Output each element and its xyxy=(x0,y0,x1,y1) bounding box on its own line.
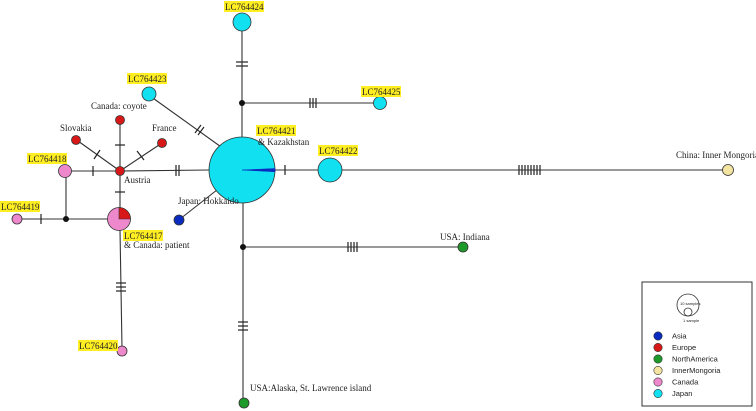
legend-items: AsiaEuropeNorthAmericaInnerMongoriaCanad… xyxy=(653,331,721,398)
node-austria xyxy=(115,166,125,176)
median-vector-dot xyxy=(240,244,246,250)
median-vectors xyxy=(63,100,246,250)
label-china-inner-mongoria: China: Inner Mongoria xyxy=(676,150,756,160)
network-edges xyxy=(18,30,726,401)
node-china-inner-mongoria xyxy=(722,164,734,176)
mutation-tick xyxy=(136,150,145,161)
label-highlight xyxy=(78,340,118,351)
node-lc764420 xyxy=(116,345,128,357)
label-lc764418: LC764418 xyxy=(28,154,67,164)
label-canada-patient: & Canada: patient xyxy=(124,240,190,250)
label-highlight xyxy=(361,86,401,97)
network-labels: LC764424 LC764423 LC764425 LC764421 & Ka… xyxy=(0,1,756,393)
legend-swatch xyxy=(653,354,663,364)
edge-hub-austria xyxy=(119,169,210,172)
node-canada-coyote xyxy=(115,115,125,125)
label-lc764419: LC764419 xyxy=(1,202,40,212)
legend-item: NorthAmerica xyxy=(653,354,719,364)
legend-swatch xyxy=(653,365,663,375)
legend-item: Europe xyxy=(653,342,696,352)
node-france xyxy=(157,138,167,148)
label-austria: Austria xyxy=(124,175,151,185)
label-lc764425: LC764425 xyxy=(362,87,401,97)
label-lc764421: LC764421 xyxy=(257,126,296,136)
label-usa-alaska: USA:Alaska, St. Lawrence island xyxy=(250,383,372,393)
legend-label: NorthAmerica xyxy=(672,355,719,364)
node-lc764423 xyxy=(141,86,157,102)
node-lc764417 xyxy=(107,207,131,231)
legend-swatch xyxy=(653,342,663,352)
legend-label: Europe xyxy=(672,343,696,352)
legend-item: Asia xyxy=(653,331,687,341)
scale-circle-small xyxy=(683,307,693,317)
mutation-ticks xyxy=(40,61,541,331)
label-france: France xyxy=(152,123,177,133)
scale-label-small: 1 sample xyxy=(683,318,700,323)
node-lc764419 xyxy=(11,213,23,225)
label-highlight xyxy=(27,153,67,164)
median-vector-dot xyxy=(63,216,69,222)
label-highlight xyxy=(127,73,167,84)
legend-scale: 10 samples 1 sample xyxy=(676,293,700,323)
node-lc764418 xyxy=(58,164,72,178)
legend-item: InnerMongoria xyxy=(653,365,721,375)
legend-label: Japan xyxy=(672,389,692,398)
legend: 10 samples 1 sample AsiaEuropeNorthAmeri… xyxy=(641,281,753,407)
label-highlight xyxy=(123,230,163,241)
node-lc764424 xyxy=(232,12,252,32)
legend-label: Canada xyxy=(672,378,699,387)
label-lc764420: LC764420 xyxy=(79,341,118,351)
legend-item: Canada xyxy=(653,377,699,387)
node-slovakia xyxy=(71,135,81,145)
edge-hub-lc764423 xyxy=(149,95,225,150)
label-highlight xyxy=(224,1,264,12)
legend-label: Asia xyxy=(672,332,687,341)
label-japan-hokkaido: Japan: Hokkaido xyxy=(178,196,239,206)
edge-lc764417-lc764420 xyxy=(119,229,123,349)
mutation-tick xyxy=(197,126,205,136)
legend-swatch xyxy=(653,388,663,398)
legend-item: Japan xyxy=(653,388,692,398)
median-vector-dot xyxy=(239,100,245,106)
legend-swatch xyxy=(653,331,663,341)
label-usa-indiana: USA: Indiana xyxy=(440,232,490,242)
node-japan-hokkaido xyxy=(173,214,185,226)
label-lc764422: LC764422 xyxy=(319,146,358,156)
scale-label-large: 10 samples xyxy=(680,301,700,306)
legend-swatch xyxy=(653,377,663,387)
node-usa-alaska xyxy=(238,397,250,409)
haplotype-nodes xyxy=(11,12,734,409)
label-highlight xyxy=(318,145,358,156)
label-lc764423: LC764423 xyxy=(128,74,167,84)
label-lc764424: LC764424 xyxy=(225,2,264,12)
label-highlight xyxy=(256,125,296,136)
node-usa-indiana xyxy=(457,241,469,253)
label-slovakia: Slovakia xyxy=(60,123,92,133)
node-lc764421-hub xyxy=(208,136,276,204)
label-kazakhstan: & Kazakhstan xyxy=(258,137,310,147)
label-highlight xyxy=(0,201,40,212)
node-lc764422 xyxy=(317,157,343,183)
legend-label: InnerMongoria xyxy=(672,366,721,375)
edge-austria-slovakia xyxy=(77,140,121,172)
mutation-tick xyxy=(93,149,101,160)
label-canada-coyote: Canada: coyote xyxy=(91,101,147,111)
label-lc764417: LC764417 xyxy=(124,231,163,241)
edge-hub-hokkaido xyxy=(179,185,223,220)
node-lc764425 xyxy=(373,96,387,110)
mutation-tick xyxy=(194,124,202,134)
